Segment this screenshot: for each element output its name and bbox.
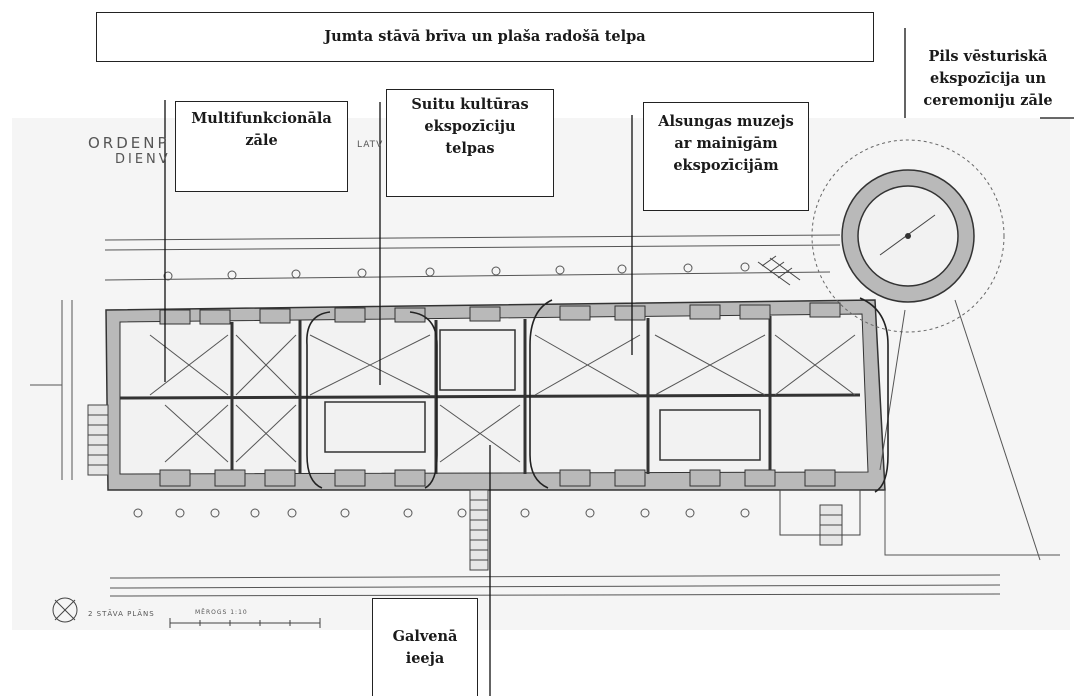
plan-stamp: LATV — [357, 140, 384, 150]
castle-exposition-label: Pils vēsturiskā ekspozīcija un ceremonij… — [905, 24, 1071, 112]
scale-caption: MĒROGS 1:10 — [195, 609, 248, 616]
alsunga-museum-label: Alsungas muzejs ar mainīgām ekspozīcijām — [643, 102, 809, 211]
column-markers — [133, 262, 750, 518]
leader-lines — [164, 28, 1074, 696]
suiti-culture-text: Suitu kultūras ekspozīciju telpas — [411, 96, 529, 157]
top-dimension-lines — [104, 234, 841, 281]
highlight-brackets — [306, 297, 889, 493]
roof-space-label: Jumta stāvā brīva un plaša radošā telpa — [96, 12, 874, 62]
tower-stair — [757, 255, 801, 286]
north-arrow-icon — [52, 597, 78, 623]
room-frames — [324, 329, 761, 461]
room-diagonals — [149, 334, 856, 463]
tower-guides — [879, 299, 1060, 561]
round-tower — [811, 139, 1005, 333]
main-entrance-label: Galvenā ieeja — [372, 598, 478, 696]
left-stair — [87, 404, 109, 476]
multifunctional-hall-text: Multifunkcionāla zāle — [191, 110, 332, 149]
plan-title-line2: DIENV — [115, 152, 171, 167]
bottom-dimension-lines — [109, 574, 1001, 597]
front-stair — [469, 489, 861, 571]
scale-bar — [169, 618, 321, 628]
left-dimension-lines — [30, 300, 73, 480]
plan-caption: 2 STĀVA PLĀNS — [88, 610, 155, 618]
window-bays — [159, 302, 841, 487]
plan-title-line1: ORDENP — [88, 134, 170, 152]
main-entrance-text: Galvenā ieeja — [392, 627, 458, 667]
suiti-culture-label: Suitu kultūras ekspozīciju telpas — [386, 89, 554, 197]
multifunctional-hall-label: Multifunkcionāla zāle — [175, 101, 348, 192]
interior-walls — [119, 316, 861, 474]
castle-exposition-text: Pils vēsturiskā ekspozīcija un ceremonij… — [923, 48, 1053, 109]
alsunga-museum-text: Alsungas muzejs ar mainīgām ekspozīcijām — [658, 113, 794, 174]
roof-space-text: Jumta stāvā brīva un plaša radošā telpa — [324, 28, 646, 45]
